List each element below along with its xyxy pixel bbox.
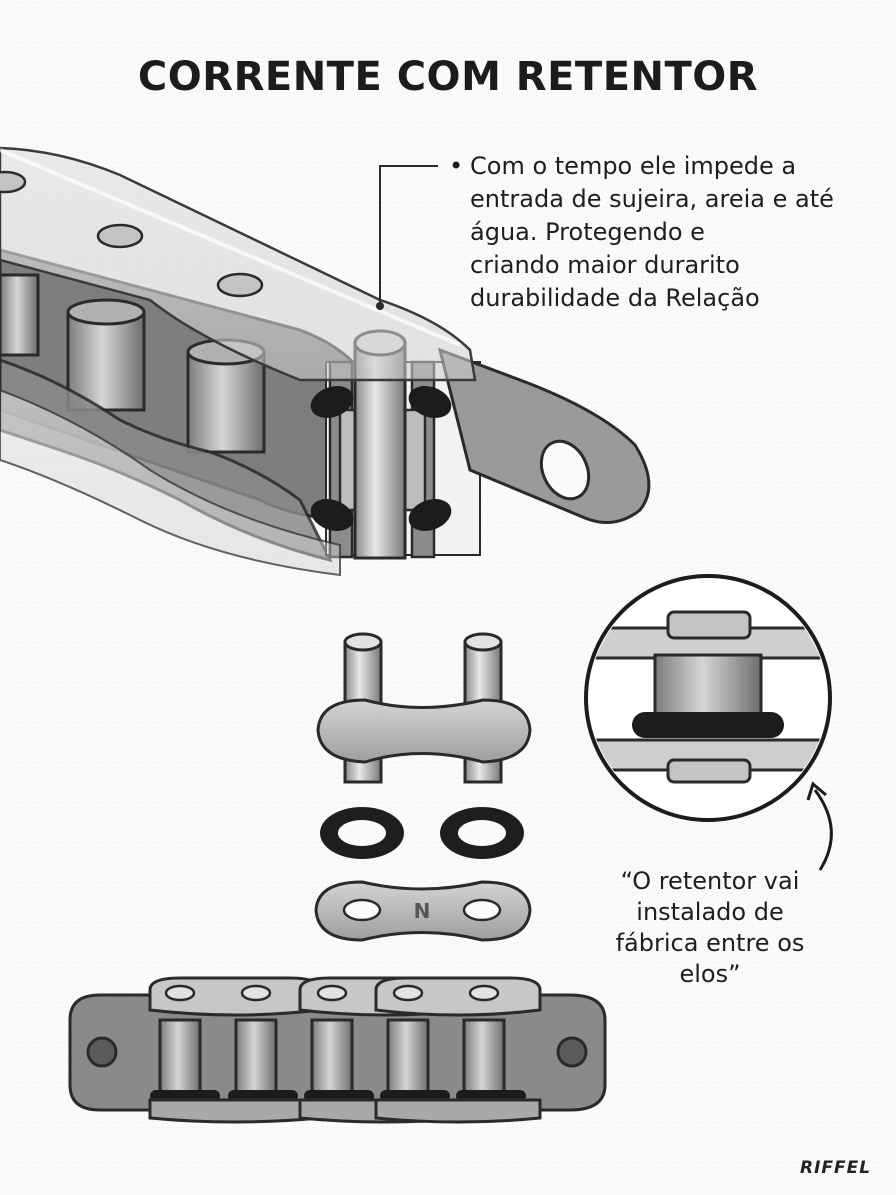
seal-quote: “O retentor vai instalado de fábrica ent…: [590, 866, 830, 990]
roller: [386, 1018, 430, 1097]
callout-line: durabilidade da Relação: [470, 284, 760, 312]
seal-ring: [408, 386, 452, 418]
callout-line: água. Protegendo e: [470, 218, 705, 246]
callout-line: criando maior durarito: [470, 251, 740, 279]
seal-ring: [632, 712, 784, 738]
master-link-side-plate: N: [314, 880, 532, 942]
quote-line: instalado de: [636, 898, 784, 926]
brand-logo: RIFFEL: [800, 1158, 872, 1178]
master-link-plate: [316, 698, 532, 764]
seal-ring: [408, 499, 452, 531]
callout-line: entrada de sujeira, areia e até: [470, 185, 834, 213]
callout-dot: [376, 302, 384, 310]
zoom-arrow: [806, 781, 833, 871]
roller: [234, 1018, 278, 1097]
assembled-chain: [68, 976, 607, 1124]
quote-line: elos”: [679, 960, 741, 988]
callout-line: Com o tempo ele impede a: [470, 152, 797, 180]
roller: [158, 1018, 202, 1097]
master-link-exploded: N: [314, 632, 532, 942]
seal-ring: [310, 499, 354, 531]
page-title: CORRENTE COM RETENTOR: [137, 54, 759, 100]
callout-text: Com o tempo ele impede a entrada de suje…: [470, 150, 880, 315]
callout-bullet: •: [449, 152, 464, 180]
cutaway-chain: [0, 146, 651, 577]
seal-zoom-circle: [584, 574, 832, 822]
callout-leader-line: [379, 165, 438, 305]
seal-ring: [440, 807, 524, 859]
roller: [462, 1018, 506, 1097]
seal-ring: [320, 807, 404, 859]
roller: [66, 298, 146, 412]
quote-line: fábrica entre os: [615, 929, 805, 957]
roller: [310, 1018, 354, 1097]
end-link-plate: [437, 347, 651, 524]
seal-ring: [310, 386, 354, 418]
quote-line: “O retentor vai: [620, 867, 800, 895]
plate-mark: N: [414, 899, 431, 923]
roller: [0, 273, 40, 357]
